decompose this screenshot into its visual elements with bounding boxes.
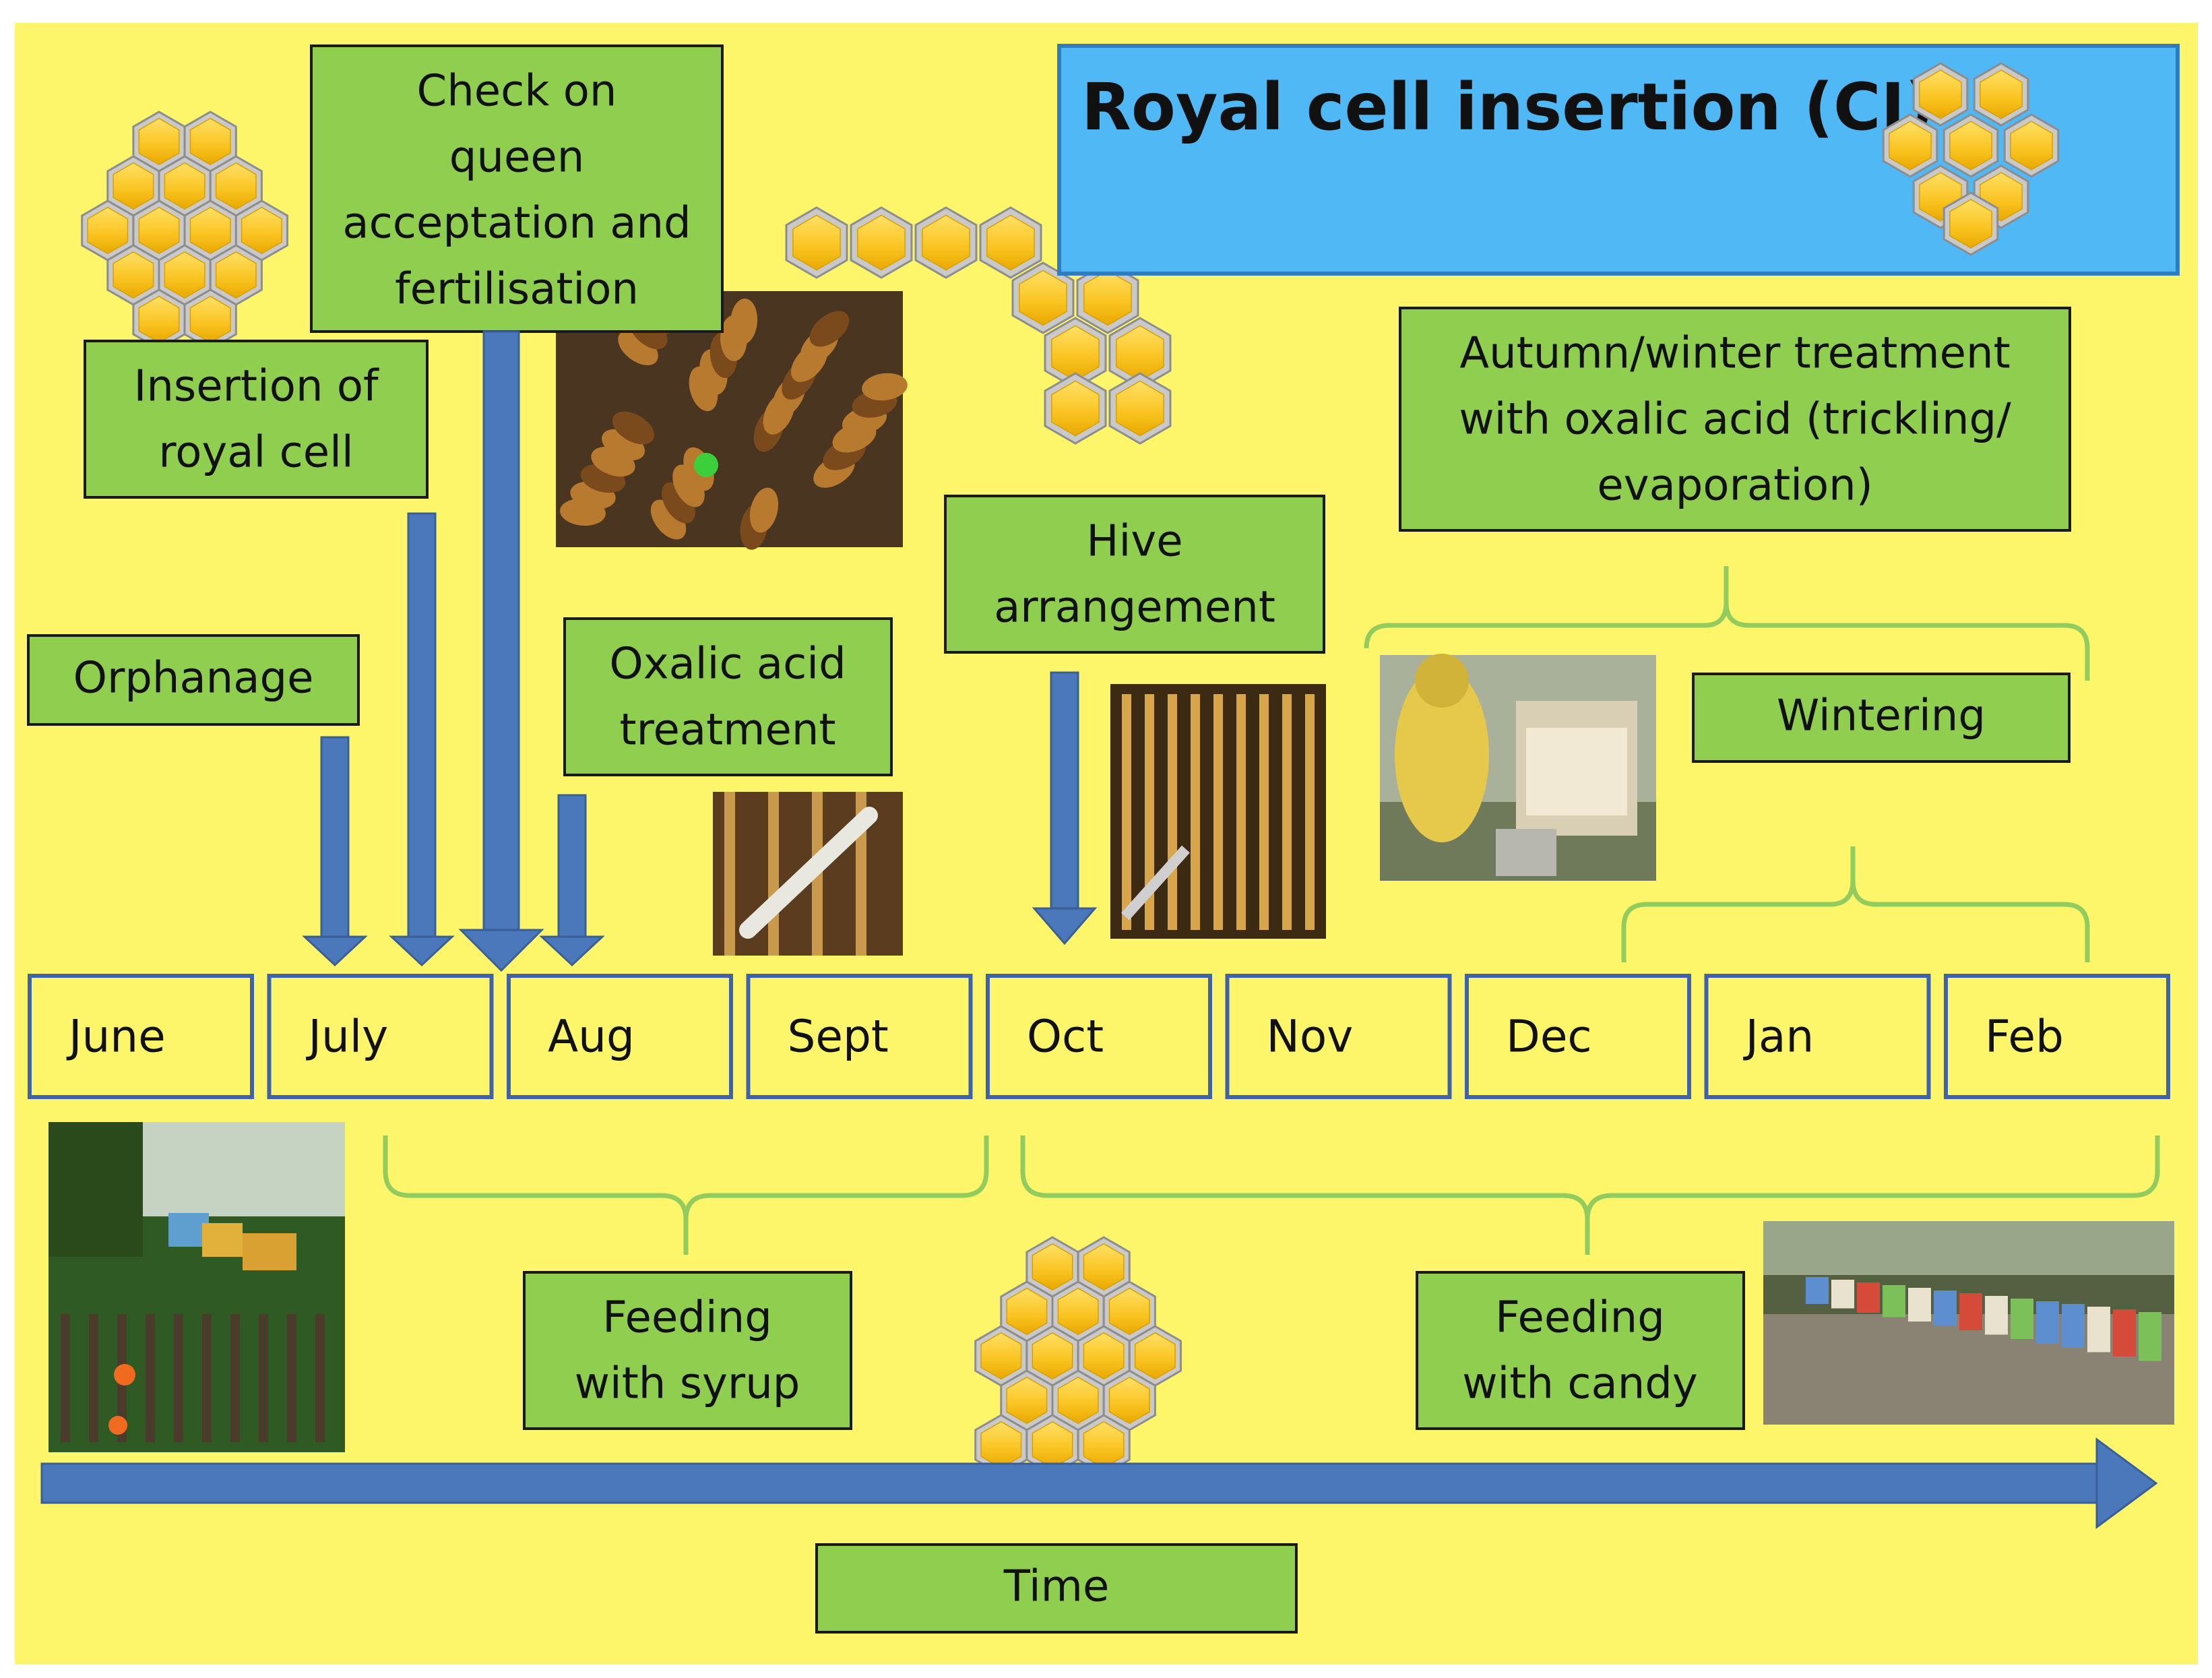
arrow-insertion-to-july <box>389 512 455 967</box>
month-label: Dec <box>1506 1011 1592 1063</box>
honeycomb-icon <box>81 111 288 350</box>
month-box: Oct <box>986 974 1212 1099</box>
month-box: July <box>267 974 494 1099</box>
label-line: Feeding <box>602 1293 772 1342</box>
orphanage-box: Orphanage <box>27 634 360 726</box>
label-line: queen <box>449 132 585 182</box>
month-label: June <box>66 1011 166 1063</box>
month-label: Feb <box>1985 1011 2064 1063</box>
month-label: Sept <box>788 1011 889 1063</box>
label-line: evaporation) <box>1597 460 1872 510</box>
autumn-treatment-box: Autumn/winter treatment with oxalic acid … <box>1399 307 2071 532</box>
insertion-box: Insertion of royal cell <box>84 340 429 499</box>
arrow-oxalic-to-aug <box>539 794 605 967</box>
title-box: Royal cell insertion (CI) <box>1057 44 2180 276</box>
label-line: Autumn/winter treatment <box>1459 328 2010 378</box>
arrow-orphanage-to-july <box>302 736 368 967</box>
label-line: Oxalic acid <box>609 639 846 689</box>
arrow-check-to-july-aug <box>458 330 544 972</box>
honeycomb-icon <box>1882 62 2060 256</box>
month-box: Sept <box>746 974 973 1099</box>
photo-syringe-oxalic-on-frames <box>713 792 903 956</box>
label-line: Feeding <box>1495 1293 1665 1342</box>
honeycomb-icon <box>974 1236 1182 1476</box>
month-box: Dec <box>1465 974 1691 1099</box>
label-line: Time <box>1003 1561 1110 1611</box>
svg-text:Orphanage: Orphanage <box>73 653 314 703</box>
page-title: Royal cell insertion (CI) <box>1081 69 1934 145</box>
label-line: Orphanage <box>73 653 314 703</box>
hive-box: Hive arrangement <box>944 495 1325 654</box>
label-line: with oxalic acid (trickling/ <box>1459 394 2011 444</box>
label-line: royal cell <box>158 427 353 477</box>
month-label: Nov <box>1267 1011 1354 1063</box>
brace-feeding-syrup <box>383 1136 989 1255</box>
month-label: July <box>306 1011 389 1063</box>
time-arrow <box>40 1437 2158 1529</box>
photo-apiary-row-of-hives <box>1763 1221 2174 1425</box>
syrup-box: Feeding with syrup <box>523 1271 852 1430</box>
month-label: Aug <box>548 1011 635 1063</box>
svg-text:Wintering: Wintering <box>1777 691 1986 741</box>
label-line: fertilisation <box>395 264 639 314</box>
label-line: with candy <box>1462 1359 1698 1408</box>
photo-apiary-garden <box>49 1122 345 1452</box>
wintering-box: Wintering <box>1692 673 2071 763</box>
label-line: Insertion of <box>133 361 379 411</box>
svg-text:Time: Time <box>1003 1561 1110 1611</box>
label-line: with syrup <box>575 1359 800 1408</box>
label-line: Wintering <box>1777 691 1986 741</box>
photo-beehive-frames <box>1110 684 1326 939</box>
month-box: Jan <box>1704 974 1931 1099</box>
label-line: Check on <box>417 66 617 116</box>
photo-beekeeper-evaporation <box>1380 654 1656 881</box>
month-box: Feb <box>1944 974 2170 1099</box>
label-line: treatment <box>619 705 835 755</box>
brace-autumn-treatment <box>1364 566 2090 681</box>
honeycomb-icon <box>785 206 1172 445</box>
label-line: Hive <box>1086 516 1182 566</box>
month-box: Nov <box>1225 974 1452 1099</box>
arrow-hive-to-oct <box>1032 671 1098 945</box>
brace-wintering <box>1621 846 2090 962</box>
label-line: acceptation and <box>342 198 691 248</box>
month-label: Jan <box>1743 1011 1814 1063</box>
month-box: Aug <box>507 974 733 1099</box>
candy-box: Feeding with candy <box>1416 1271 1745 1430</box>
label-line: arrangement <box>994 582 1275 632</box>
time-box: Time <box>815 1543 1298 1634</box>
brace-feeding-candy <box>1020 1136 2160 1255</box>
oxalic-box: Oxalic acid treatment <box>563 617 893 776</box>
months-row: June July Aug Sept Oct Nov Dec Jan Feb <box>28 974 2170 1099</box>
month-box: June <box>28 974 254 1099</box>
check-box: Check on queen acceptation and fertilisatio… <box>310 44 724 333</box>
month-label: Oct <box>1027 1011 1104 1063</box>
